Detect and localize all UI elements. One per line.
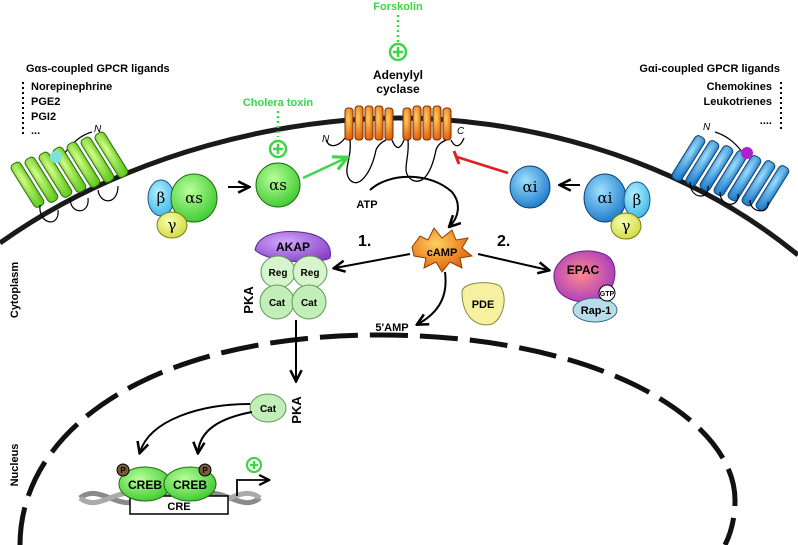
nuclear-pka-cat-label: Cat bbox=[260, 404, 277, 415]
pde-enzyme bbox=[461, 282, 505, 326]
gi-receptor-n-terminus: N bbox=[703, 122, 711, 133]
cytoplasm-label: Cytoplasm bbox=[9, 262, 21, 318]
camp-label: cAMP bbox=[427, 247, 458, 259]
phosphorylation-arrow-right bbox=[198, 411, 253, 452]
gs-heterotrimer bbox=[147, 173, 218, 239]
camp-to-epac-arrow bbox=[477, 253, 548, 270]
forskolin-label: Forskolin bbox=[373, 1, 423, 13]
cre-label: CRE bbox=[167, 501, 190, 513]
cholera-toxin-label: Cholera toxin bbox=[243, 97, 314, 109]
gs-ligand-1: PGE2 bbox=[31, 96, 60, 108]
nuclear-pka-label: PKA bbox=[289, 396, 304, 424]
creb-left-label: CREB bbox=[128, 478, 162, 492]
free-alpha-i-label: αi bbox=[523, 178, 538, 196]
gtp-label: GTP bbox=[600, 291, 615, 298]
rap1-protein bbox=[572, 297, 618, 323]
gtp-marker bbox=[598, 284, 616, 302]
plasma-membrane bbox=[0, 115, 798, 257]
gs-coupled-receptor bbox=[10, 131, 129, 223]
gi-ligand-1: Leukotrienes bbox=[704, 96, 772, 108]
adenylyl-cyclase-label-2: cyclase bbox=[376, 82, 420, 96]
nuclear-envelope bbox=[17, 332, 738, 545]
creb-phospho-right bbox=[198, 463, 212, 477]
epac-label: EPAC bbox=[567, 263, 600, 277]
rap1-label: Rap-1 bbox=[581, 305, 612, 317]
gi-ligand-2: .... bbox=[760, 115, 772, 127]
akap-label: AKAP bbox=[276, 240, 310, 254]
adenylyl-cyclase bbox=[325, 105, 465, 184]
gs-ligand-2: PGI2 bbox=[31, 111, 56, 123]
gs-alpha-subunit bbox=[170, 173, 218, 223]
camp-to-pka-arrow bbox=[335, 253, 411, 268]
gi-gamma-subunit bbox=[610, 212, 642, 240]
creb-phospho-left-label: P bbox=[120, 466, 126, 475]
gi-alpha-label: αi bbox=[598, 189, 613, 207]
pka-holoenzyme bbox=[254, 231, 331, 320]
nuclear-pka-cat bbox=[249, 393, 287, 423]
atp-label: ATP bbox=[356, 199, 377, 211]
transcription-activation-icon bbox=[245, 456, 263, 474]
gs-ligand-0: Norepinephrine bbox=[31, 81, 112, 93]
pka-cat-right-label: Cat bbox=[301, 298, 318, 309]
atp-to-camp-arrow bbox=[369, 175, 458, 226]
gs-gamma-label: γ bbox=[168, 216, 177, 234]
gi-gamma-label: γ bbox=[622, 217, 631, 235]
pka-cat-right bbox=[291, 284, 327, 320]
free-alpha-s-label: αs bbox=[269, 176, 287, 194]
amp-label: 5'AMP bbox=[375, 322, 408, 334]
gi-ligands-title: Gαi-coupled GPCR ligands bbox=[639, 63, 780, 75]
creb-phospho-right-label: P bbox=[202, 466, 208, 475]
nucleus-label: Nucleus bbox=[9, 444, 21, 487]
gs-beta-label: β bbox=[157, 189, 166, 207]
cyclase-n-terminus: N bbox=[322, 134, 330, 145]
gs-ligand-3: ... bbox=[31, 125, 40, 137]
gi-heterotrimer bbox=[583, 173, 651, 240]
alpha-s-activation-arrow bbox=[302, 158, 346, 180]
pka-reg-right-label: Reg bbox=[301, 268, 320, 279]
creb-phospho-left bbox=[116, 463, 130, 477]
gi-ligand-0: Chemokines bbox=[707, 81, 772, 93]
gs-alpha-label: αs bbox=[185, 189, 203, 207]
gs-receptor-n-terminus: N bbox=[94, 124, 102, 135]
pka-cat-left-label: Cat bbox=[269, 298, 286, 309]
gi-coupled-receptor bbox=[671, 131, 790, 212]
pathway-2-label: 2. bbox=[497, 233, 510, 250]
free-alpha-i bbox=[509, 165, 551, 209]
creb-right-label: CREB bbox=[173, 478, 207, 492]
gs-ligands-title: Gαs-coupled GPCR ligands bbox=[26, 63, 170, 75]
forskolin-activation-icon bbox=[388, 42, 408, 62]
pka-reg-left-label: Reg bbox=[269, 268, 288, 279]
gs-gamma-subunit bbox=[156, 211, 188, 239]
adenylyl-cyclase-label-1: Adenylyl bbox=[373, 68, 423, 82]
gs-ligand-binding-site bbox=[50, 151, 62, 163]
gi-ligand-binding-site bbox=[741, 147, 753, 159]
gi-beta-label: β bbox=[633, 191, 642, 209]
pathway-1-label: 1. bbox=[358, 233, 371, 250]
camp-molecule bbox=[411, 227, 474, 273]
cholera-toxin-activation-icon bbox=[268, 139, 288, 159]
pde-label: PDE bbox=[472, 299, 495, 311]
free-alpha-s bbox=[255, 162, 301, 208]
pka-label: PKA bbox=[241, 286, 256, 314]
camp-degradation-arrow bbox=[418, 271, 447, 324]
phosphorylation-arrow-left bbox=[140, 403, 251, 452]
cyclase-c-terminus: C bbox=[457, 126, 465, 137]
transcription-start-arrow bbox=[236, 480, 268, 496]
alpha-i-inhibition bbox=[452, 150, 509, 175]
